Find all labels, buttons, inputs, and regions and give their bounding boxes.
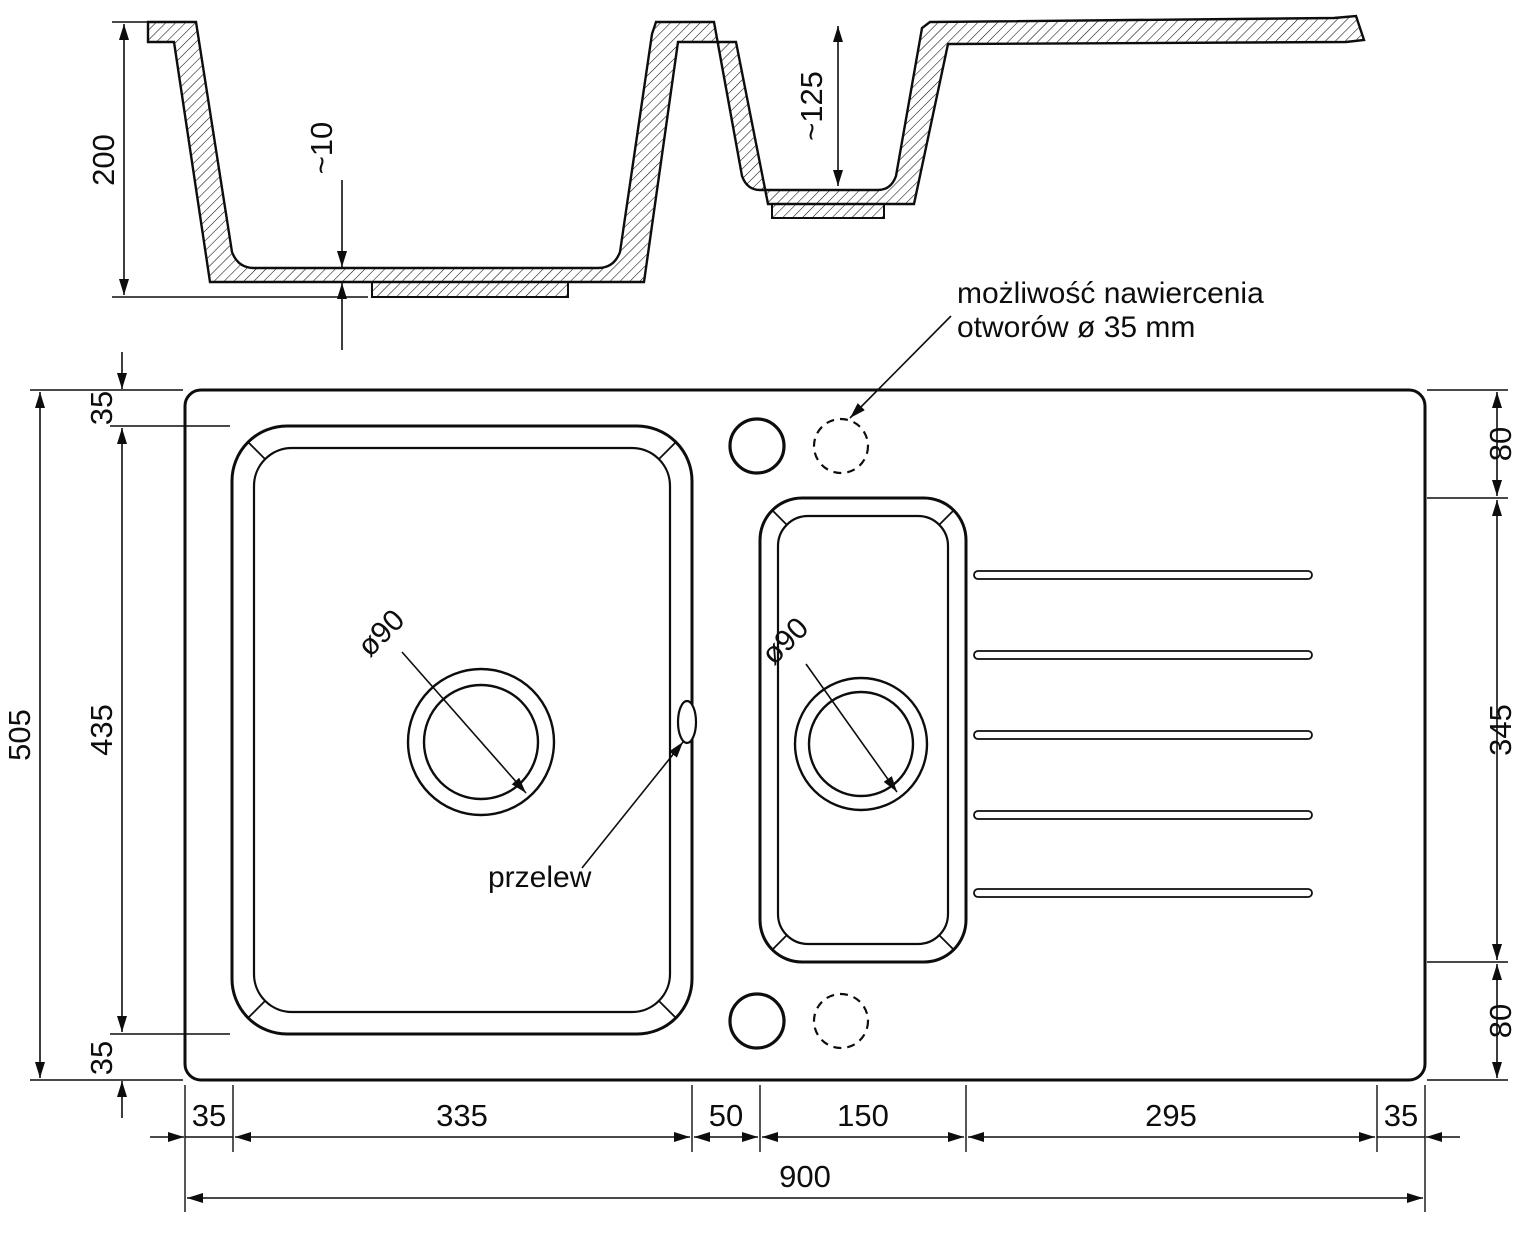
tap-hole-top-optional	[812, 417, 870, 475]
drainer-grooves	[973, 570, 1313, 898]
dim-drainer-width-label: 295	[1145, 1098, 1197, 1133]
section-foot-small	[771, 203, 885, 219]
drainer-groove	[973, 888, 1313, 898]
sink-outline	[183, 388, 1427, 1082]
dim-margin-top-label: 35	[84, 391, 119, 425]
main-basin: ø90	[230, 424, 694, 1036]
dims-right: 80 345 80	[1427, 389, 1518, 1081]
small-basin-corner-tick	[938, 509, 955, 526]
main-basin-corner-tick	[658, 441, 677, 460]
dims-left: 505 435 35 35	[2, 352, 230, 1118]
overflow-slot	[676, 699, 698, 745]
dim-right-margin-label: 35	[1384, 1098, 1418, 1133]
dim-gap: 50	[694, 1098, 758, 1142]
main-drain-inner	[422, 683, 540, 801]
small-basin-rim-inner	[776, 514, 950, 946]
main-basin-corner-tick	[658, 1000, 677, 1019]
small-basin: ø90	[755, 496, 968, 964]
dim-margin-bottom-label: 35	[84, 1041, 119, 1075]
small-basin-corner-tick	[771, 509, 788, 526]
main-basin-corner-tick	[247, 1000, 266, 1019]
dim-basin-height: 435	[84, 428, 127, 1032]
dim-right-bottom: 80	[1483, 964, 1518, 1078]
overflow-leader	[581, 741, 684, 869]
small-drain-inner	[807, 690, 915, 798]
dims-bottom: 35 335 50 150 295 35 900	[150, 1085, 1460, 1212]
dim-right-margin: 35	[1377, 1098, 1460, 1142]
drainer-groove	[973, 570, 1313, 580]
section-view: 200 ~10 ~125	[86, 14, 1366, 350]
dim-small-basin-width: 150	[762, 1098, 964, 1142]
dim-floor-thickness-label: ~10	[304, 122, 339, 175]
drainer-groove	[973, 810, 1313, 820]
drilling-note-line1: możliwość nawiercenia	[957, 277, 1264, 310]
dim-depth-total: 200	[86, 21, 368, 298]
dim-small-basin-depth-label: ~125	[794, 71, 829, 141]
dim-small-basin-depth: ~125	[794, 26, 843, 186]
main-drain-diameter-label: ø90	[351, 603, 411, 663]
dim-drainer-width: 295	[968, 1098, 1375, 1142]
drilling-note: możliwość nawiercenia otworów ø 35 mm	[849, 277, 1264, 419]
dim-total-height-label: 505	[2, 709, 37, 761]
dim-right-top: 80	[1483, 392, 1518, 496]
dim-right-top-label: 80	[1483, 427, 1518, 461]
dim-margin-bottom: 35	[84, 1041, 127, 1118]
dim-total-height: 505	[2, 392, 45, 1078]
dim-gap-label: 50	[709, 1098, 743, 1133]
small-drain-diameter-label: ø90	[755, 611, 815, 671]
dim-total-width-label: 900	[779, 1159, 831, 1194]
main-basin-rim-outer	[230, 424, 694, 1036]
tap-hole-top	[728, 417, 786, 475]
tap-hole-bottom-optional	[812, 992, 870, 1050]
dim-basin-height-label: 435	[84, 704, 119, 756]
section-body	[146, 14, 1366, 284]
dim-left-margin-label: 35	[192, 1098, 226, 1133]
dim-depth-total-label: 200	[86, 134, 121, 186]
overflow: przelew	[488, 699, 698, 894]
section-foot-main	[371, 281, 569, 298]
drilling-note-line2: otworów ø 35 mm	[957, 311, 1195, 344]
overflow-label: przelew	[488, 861, 592, 894]
dim-left-margin: 35	[150, 1098, 233, 1142]
main-basin-corner-tick	[247, 441, 266, 460]
dim-right-middle: 345	[1483, 500, 1518, 960]
small-drain-outer	[793, 676, 929, 812]
small-basin-corner-tick	[771, 934, 788, 951]
drainer-groove	[973, 650, 1313, 660]
dim-margin-top: 35	[84, 352, 127, 425]
dim-small-basin-width-label: 150	[837, 1098, 889, 1133]
drainer-groove	[973, 730, 1313, 740]
tap-holes	[728, 417, 870, 1050]
drilling-note-leader	[849, 315, 952, 419]
dim-basin-width: 335	[235, 1098, 690, 1142]
small-basin-rim-outer	[758, 496, 968, 964]
main-drain-leader	[401, 651, 527, 794]
dim-right-middle-label: 345	[1483, 704, 1518, 756]
dim-floor-thickness: ~10	[304, 122, 347, 350]
dim-basin-width-label: 335	[436, 1098, 488, 1133]
dim-right-bottom-label: 80	[1483, 1004, 1518, 1038]
small-drain-leader	[805, 663, 898, 793]
plan-view: ø90 przelew ø90	[183, 277, 1427, 1082]
main-basin-rim-inner	[252, 446, 672, 1014]
tap-hole-bottom	[728, 992, 786, 1050]
dim-total-width: 900	[187, 1159, 1423, 1203]
small-basin-corner-tick	[938, 934, 955, 951]
main-drain-outer	[406, 667, 556, 817]
